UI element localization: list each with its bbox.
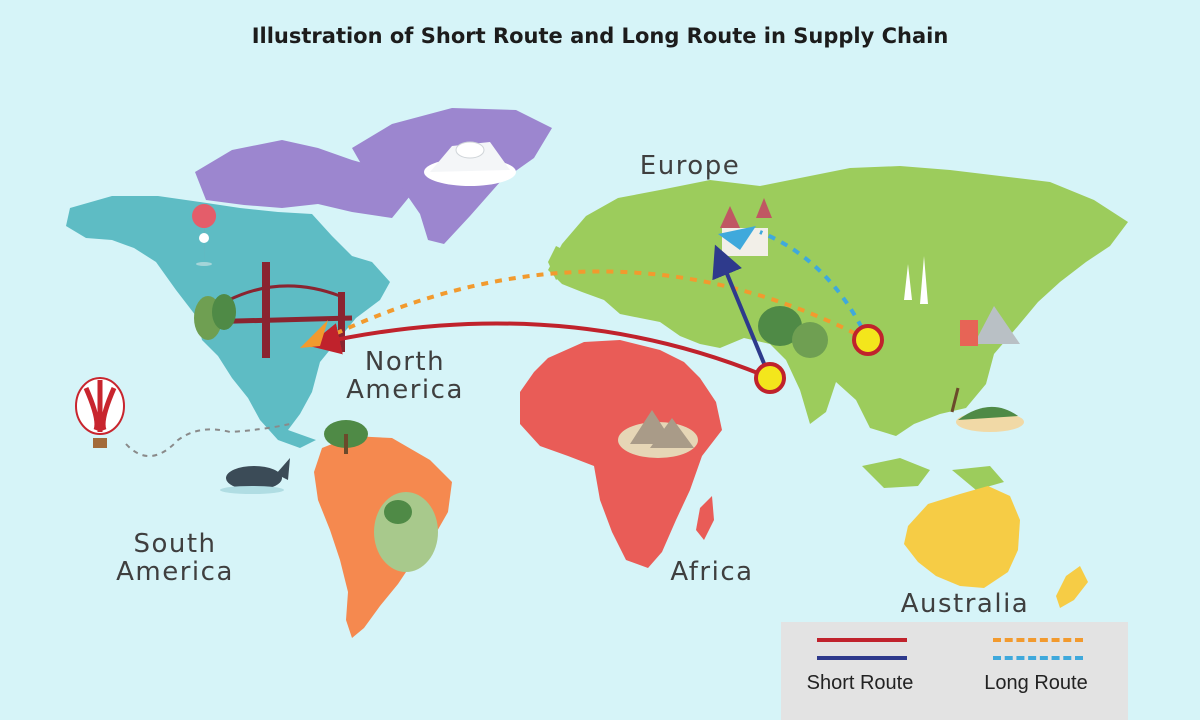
long-route-arrowhead — [300, 320, 328, 348]
southeast-asia-islands — [862, 458, 1004, 490]
australia-landmass — [904, 486, 1020, 588]
whale-illustration — [220, 458, 290, 494]
region-label-north-america: North America — [330, 348, 480, 404]
legend-item-short-route: Short Route — [785, 622, 935, 720]
short-route-red-path — [308, 321, 771, 380]
hot-air-balloon-illustration — [75, 377, 125, 448]
africa-landmass — [520, 340, 722, 568]
forest-illustration-south-america — [324, 420, 438, 572]
region-label-south-america: South America — [100, 530, 250, 586]
legend-swatch-short-red — [817, 638, 907, 642]
paper-plane-icon — [718, 226, 756, 250]
legend-swatch-long-orange — [993, 638, 1083, 642]
new-zealand-landmass — [1056, 566, 1088, 608]
forest-illustration-asia — [758, 306, 828, 358]
south-america-line2: America — [116, 557, 234, 587]
region-label-africa: Africa — [670, 557, 754, 587]
legend-label-short-route: Short Route — [806, 672, 914, 694]
origin-marker-china — [852, 324, 884, 356]
golden-gate-bridge-illustration — [194, 262, 353, 358]
eurasia-landmass — [548, 166, 1128, 436]
route-legend: Short Route Long Route — [781, 622, 1128, 720]
legend-label-long-route: Long Route — [984, 672, 1088, 694]
north-america-line1: North — [364, 347, 446, 377]
origin-marker-central-asia — [754, 362, 786, 394]
south-america-line1: South — [133, 529, 217, 559]
region-label-australia: Australia — [900, 589, 1030, 619]
map-pin-icon — [192, 204, 217, 266]
balloon-flight-path — [125, 423, 291, 458]
polar-bear-iceberg-illustration — [424, 141, 516, 186]
british-isles-landmass — [548, 246, 568, 280]
north-america-line2: America — [346, 375, 464, 405]
legend-item-long-route: Long Route — [961, 622, 1111, 720]
long-route-orange-path — [309, 269, 869, 348]
legend-swatch-short-navy — [817, 656, 907, 660]
pagoda-mountain-illustration — [960, 306, 1020, 346]
short-route-blue-path — [712, 244, 772, 379]
arctic-canada-landmass — [195, 140, 410, 218]
pyramids-illustration — [618, 410, 698, 458]
madagascar-landmass — [696, 496, 714, 540]
wind-turbine-illustration — [904, 256, 928, 304]
long-route-blue-path — [759, 230, 870, 341]
region-label-europe: Europe — [639, 151, 741, 181]
tropical-island-illustration — [950, 387, 1024, 432]
legend-swatch-long-blue — [993, 656, 1083, 660]
map-title: Illustration of Short Route and Long Rou… — [251, 24, 949, 48]
